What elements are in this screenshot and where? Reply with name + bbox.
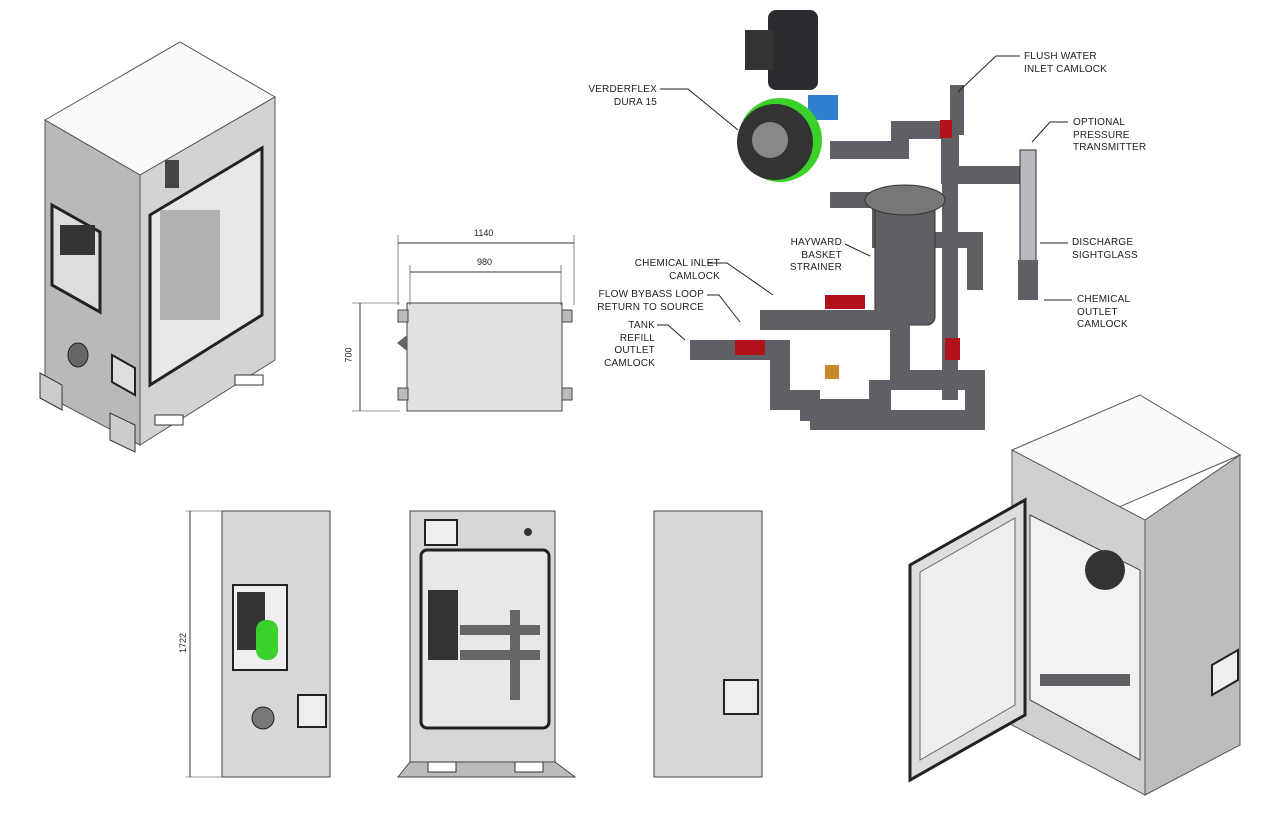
side-view <box>186 510 331 778</box>
dim-height: 1722 <box>178 632 189 654</box>
pump-skid-assembly <box>690 10 1038 430</box>
front-view <box>396 510 577 778</box>
dim-depth: 700 <box>343 347 354 363</box>
plan-view <box>352 235 575 412</box>
leader-lines <box>657 55 1072 341</box>
dim-width-inner: 980 <box>477 257 493 267</box>
rear-view <box>653 510 763 778</box>
iso-cabinet-open <box>908 394 1242 796</box>
dim-width-overall: 1140 <box>474 228 494 238</box>
iso-cabinet-closed <box>39 41 276 453</box>
